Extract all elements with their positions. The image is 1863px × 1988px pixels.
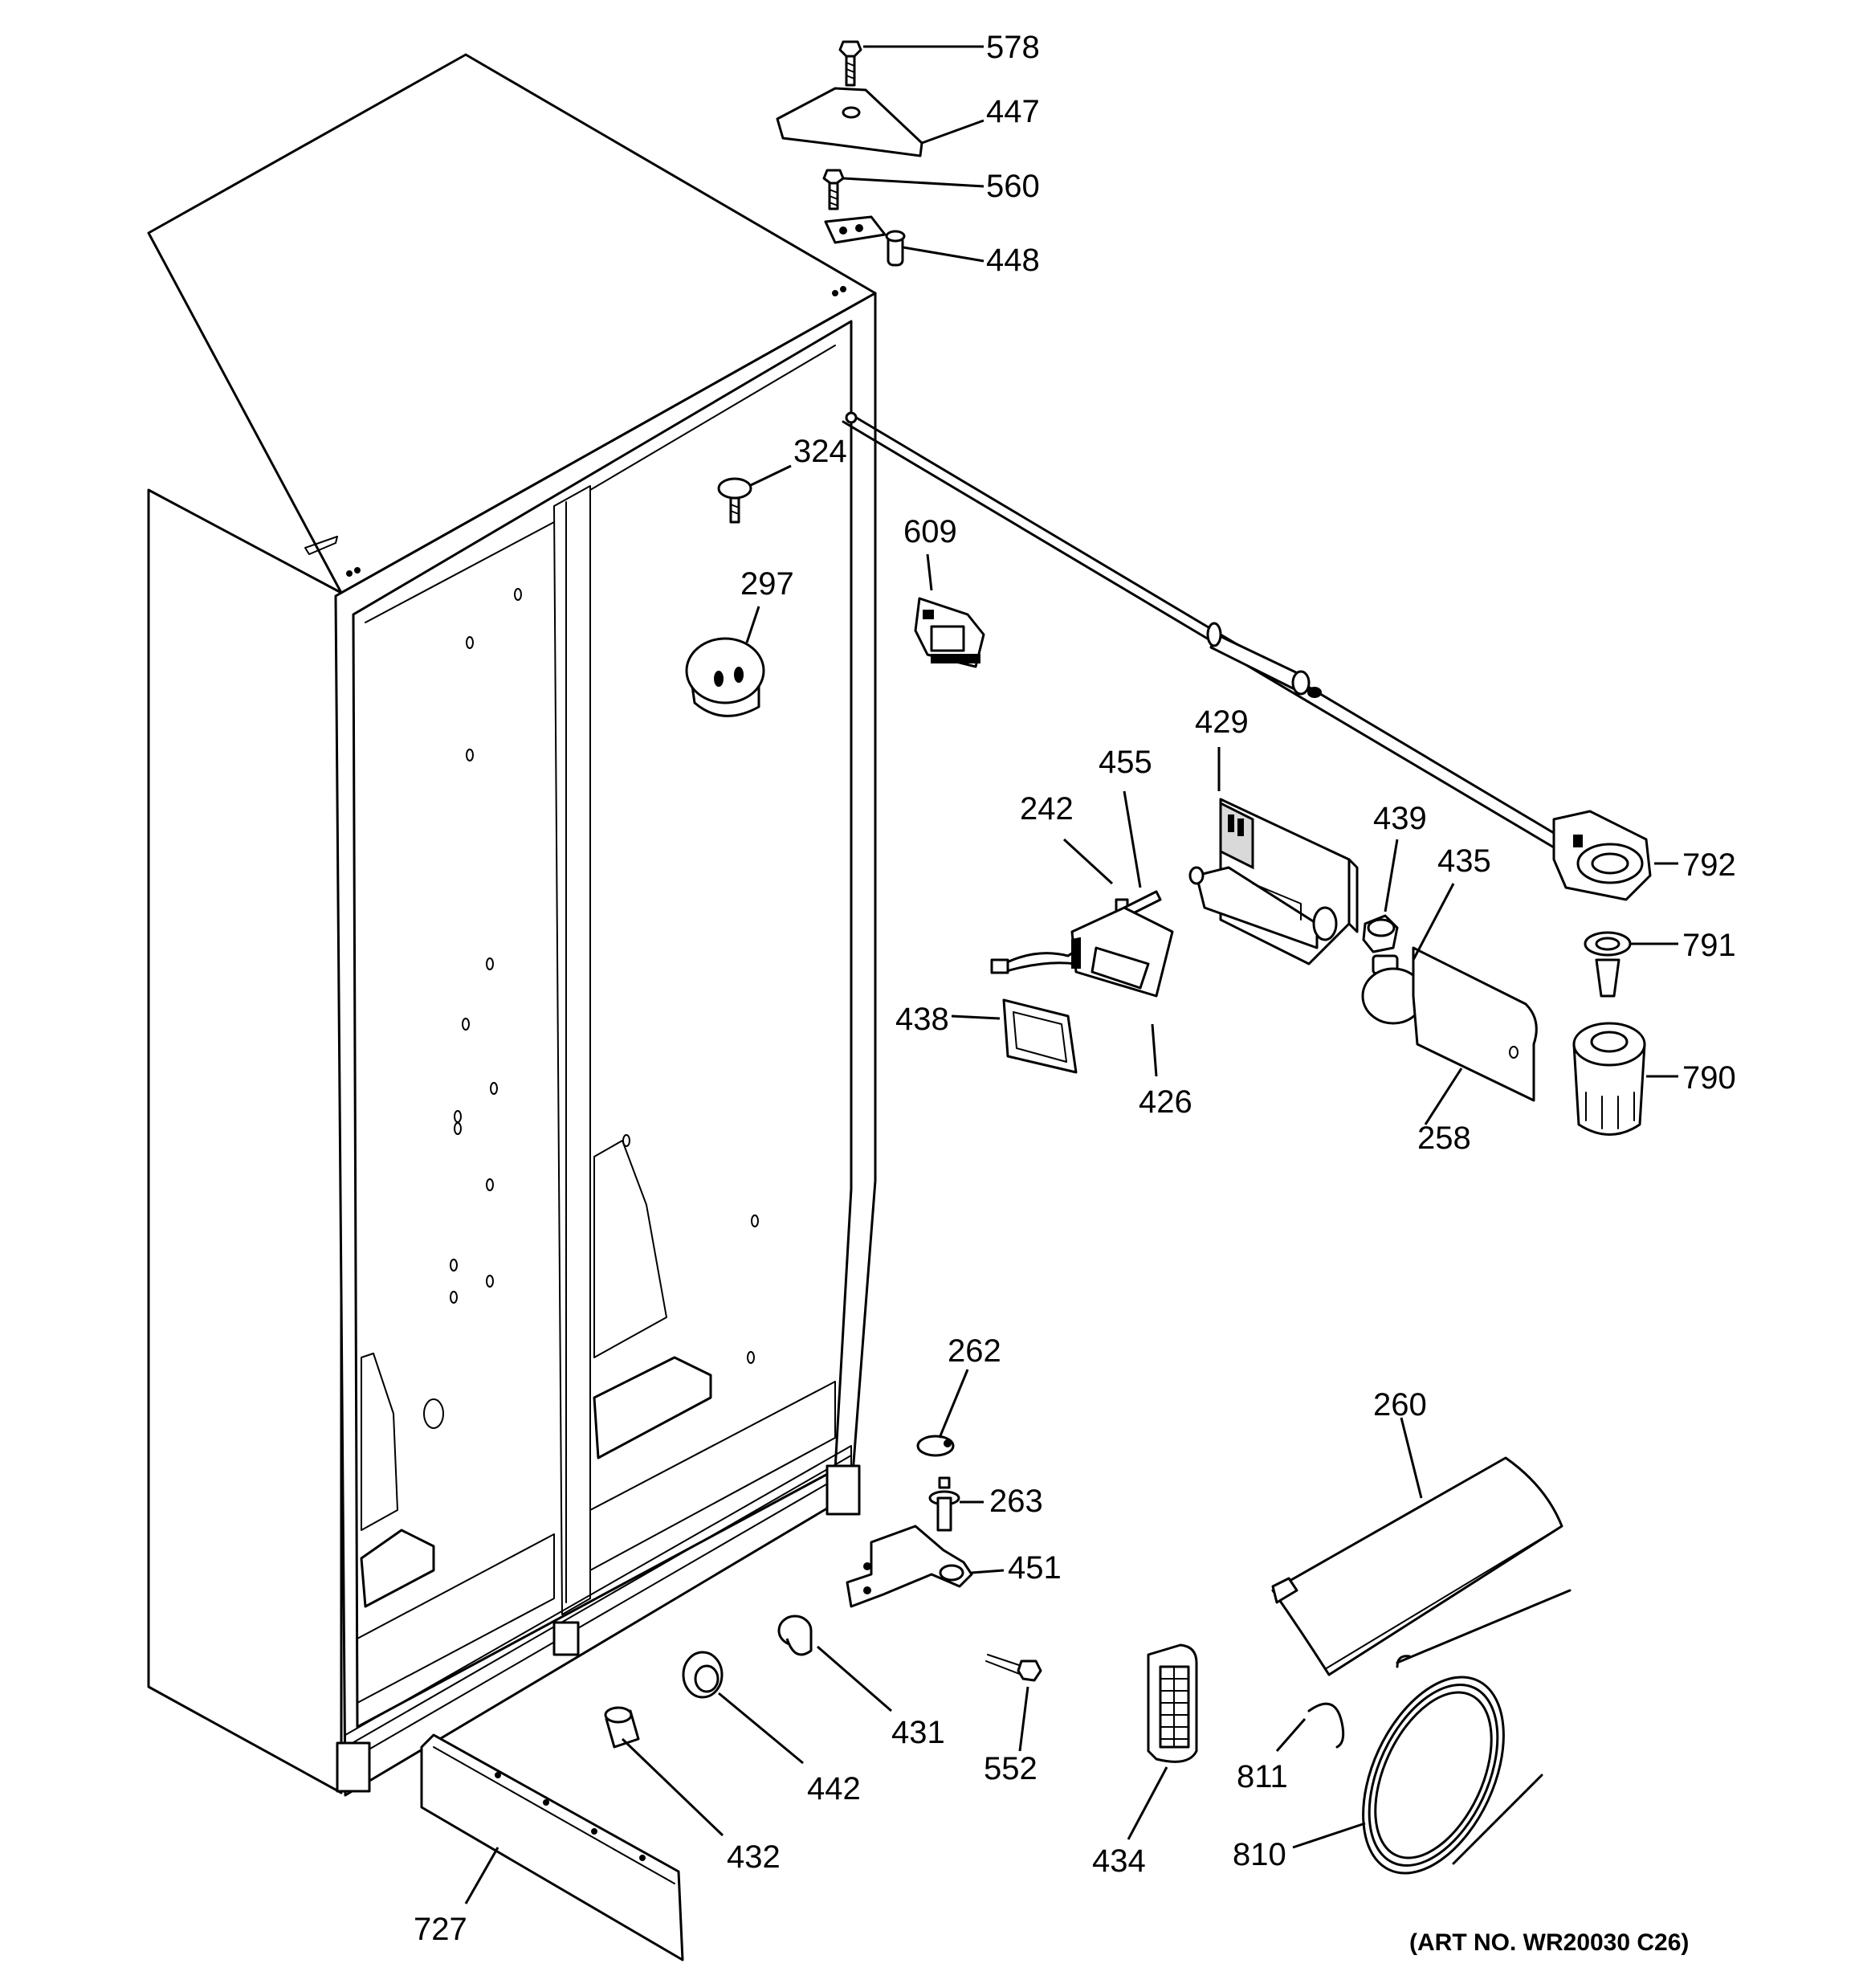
part-label-258: 258 [1417, 1121, 1471, 1156]
bushing-432 [604, 1706, 640, 1749]
part-labels: 578 447 560 448 324 609 297 429 455 242 … [414, 30, 1736, 1956]
part-label-552: 552 [984, 1751, 1037, 1786]
bushing-431 [777, 1614, 813, 1656]
part-label-260: 260 [1373, 1387, 1427, 1423]
water-filter-790 [1572, 1022, 1646, 1136]
part-label-609: 609 [903, 514, 957, 549]
hinge-cover-447 [776, 87, 923, 157]
screw-560 [822, 169, 845, 210]
art-number: (ART NO. WR20030 C26) [1409, 1929, 1689, 1956]
part-label-324: 324 [793, 434, 847, 469]
filter-cap-791 [1584, 931, 1632, 998]
part-label-727: 727 [414, 1912, 467, 1947]
part-label-560: 560 [986, 169, 1040, 204]
part-label-426: 426 [1139, 1084, 1192, 1120]
leader-lines [464, 45, 1678, 1904]
part-label-455: 455 [1099, 745, 1152, 780]
part-label-578: 578 [986, 30, 1040, 65]
thermostat-knob-297 [685, 637, 765, 717]
light-cover-258 [1412, 946, 1538, 1102]
part-label-451: 451 [1008, 1550, 1062, 1586]
part-label-431: 431 [891, 1715, 945, 1750]
cabinet-assembly [147, 53, 877, 1797]
part-label-790: 790 [1682, 1060, 1736, 1096]
part-label-429: 429 [1195, 704, 1249, 740]
part-label-438: 438 [895, 1002, 949, 1037]
part-label-811: 811 [1237, 1759, 1288, 1794]
screw-552 [985, 1654, 1042, 1682]
part-label-242: 242 [1020, 791, 1074, 827]
bottom-hinge-451 [846, 1525, 973, 1608]
clip-811 [1307, 1702, 1345, 1749]
grille-434 [1147, 1643, 1198, 1763]
hinge-pin-262 [916, 1435, 955, 1457]
washer-442 [682, 1651, 724, 1699]
switch-609 [914, 597, 985, 668]
part-label-262: 262 [948, 1333, 1001, 1369]
tubing-810 [1362, 1589, 1572, 1875]
light-housing-429 [1188, 798, 1359, 965]
part-label-792: 792 [1682, 847, 1736, 883]
part-label-435: 435 [1437, 843, 1491, 879]
part-label-434: 434 [1092, 1843, 1146, 1879]
hinge-pin-263 [928, 1476, 960, 1532]
part-label-439: 439 [1373, 801, 1427, 836]
part-label-263: 263 [989, 1484, 1043, 1519]
part-label-810: 810 [1233, 1837, 1286, 1872]
hinge-448 [824, 215, 906, 267]
part-label-448: 448 [986, 243, 1040, 278]
gasket-438 [1002, 998, 1078, 1074]
dispenser-module-426 [1070, 906, 1174, 998]
part-label-442: 442 [807, 1771, 861, 1806]
screw-578 [838, 40, 862, 87]
cabinet-holes [423, 588, 759, 1429]
plug-button-324 [717, 477, 752, 524]
lamp-socket-439 [1362, 914, 1399, 953]
part-label-432: 432 [727, 1839, 781, 1875]
part-label-297: 297 [740, 566, 794, 602]
kickplate-727 [420, 1733, 684, 1961]
duct-cover-260 [1271, 1456, 1563, 1676]
dispenser-rod-792 [842, 411, 1652, 901]
part-label-447: 447 [986, 94, 1040, 129]
part-label-791: 791 [1682, 928, 1736, 963]
